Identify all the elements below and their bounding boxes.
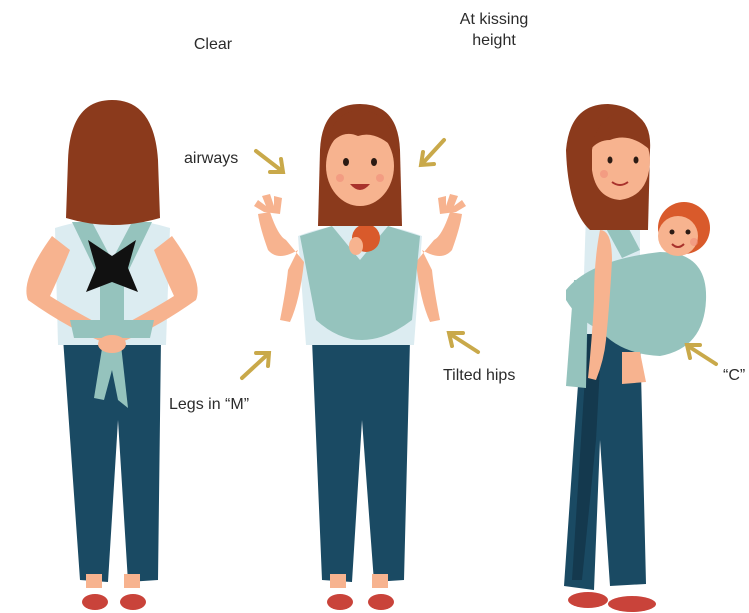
- arrow-airways: [256, 151, 283, 172]
- arrow-kissing-height: [421, 140, 444, 165]
- hair: [66, 100, 160, 225]
- label-tilted-hips: Tilted hips: [443, 365, 515, 386]
- label-kissing-line2: height: [444, 30, 544, 51]
- shoe-left: [327, 594, 353, 610]
- arm-right: [416, 212, 462, 322]
- shoe-right: [120, 594, 146, 610]
- label-clear: Clear: [180, 34, 246, 55]
- figure-front-view: [254, 104, 466, 610]
- label-airways: airways: [184, 148, 238, 169]
- label-kissing-line1: At kissing: [444, 9, 544, 30]
- label-c-shape: “C”: [723, 365, 745, 386]
- shoe-left: [568, 592, 608, 608]
- shoe-left: [82, 594, 108, 610]
- figure-back-view: [26, 100, 197, 610]
- arm-left: [258, 212, 304, 322]
- arrow-legs: [242, 353, 269, 378]
- shoe-right: [368, 594, 394, 610]
- arrow-c-shape: [687, 345, 716, 364]
- jeans: [63, 338, 161, 582]
- label-legs: Legs in “M”: [169, 394, 249, 415]
- arrow-hips: [449, 333, 478, 352]
- label-kissing-height: At kissing height: [444, 9, 544, 51]
- jeans: [312, 340, 410, 582]
- shoe-right: [608, 596, 656, 612]
